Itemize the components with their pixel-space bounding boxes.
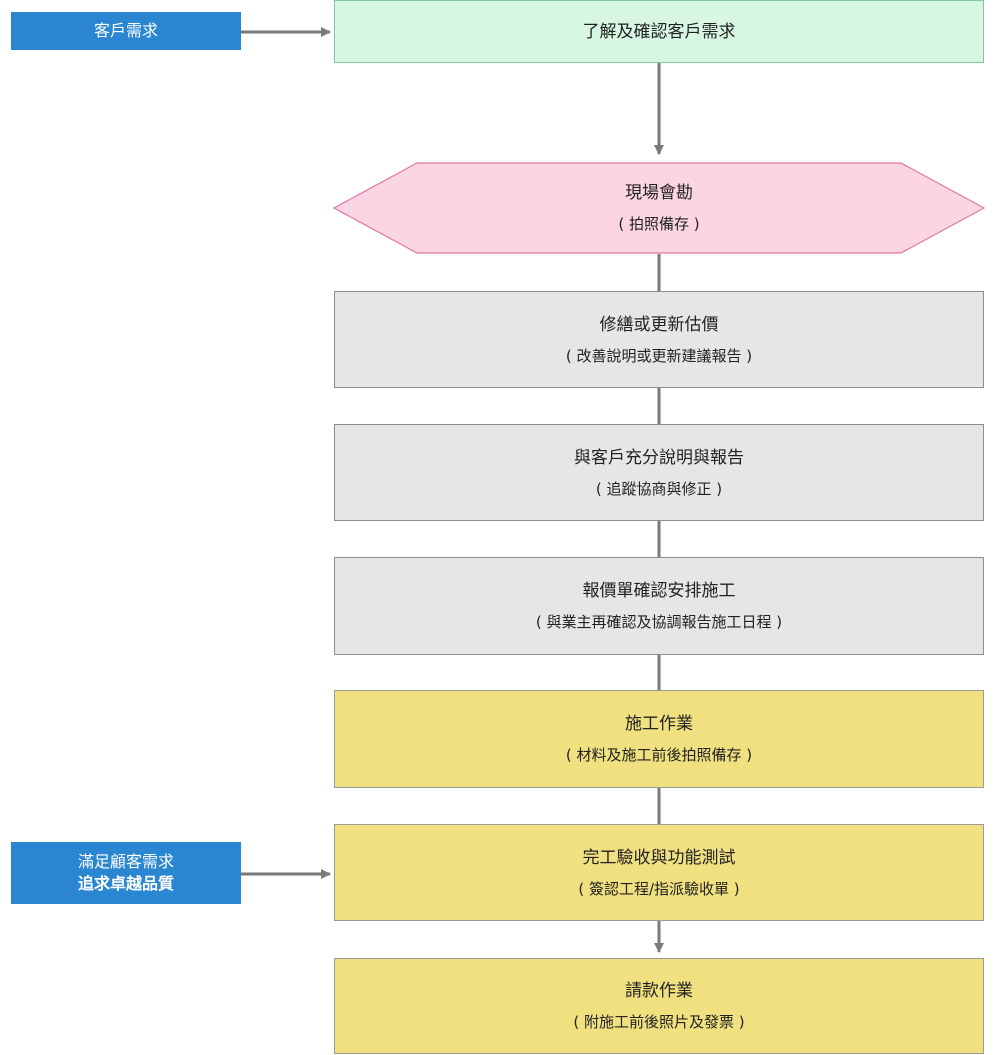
step-title: 修繕或更新估價 <box>599 314 719 335</box>
step-subtitle: ( 材料及施工前後拍照備存 ) <box>565 746 753 764</box>
inspection-hexagon-shape <box>333 162 985 254</box>
satisfy-line2: 追求卓越品質 <box>77 874 174 893</box>
step-subtitle: ( 簽認工程/指派驗收單 ) <box>578 879 740 898</box>
customer-needs-label: 客戶需求 <box>93 21 158 40</box>
step-title: 報價單確認安排施工 <box>582 581 736 601</box>
step-repair-estimate: 修繕或更新估價 ( 改善說明或更新建議報告 ) <box>334 291 984 388</box>
step-site-inspection: 現場會勘 ( 拍照備存 ) <box>333 162 985 254</box>
step-billing: 請款作業 ( 附施工前後照片及發票 ) <box>334 958 984 1054</box>
step-subtitle: ( 拍照備存 ) <box>618 215 700 233</box>
step-title: 現場會勘 <box>625 183 693 203</box>
step-subtitle: ( 與業主再確認及協調報告施工日程 ) <box>535 613 783 631</box>
step-title: 了解及確認客戶需求 <box>582 21 736 42</box>
step-title: 完工驗收與功能測試 <box>582 847 736 868</box>
step-acceptance-test: 完工驗收與功能測試 ( 簽認工程/指派驗收單 ) <box>334 824 984 921</box>
step-title: 與客戶充分說明與報告 <box>574 447 744 468</box>
step-title: 請款作業 <box>625 981 693 1001</box>
customer-needs-box: 客戶需求 <box>11 12 241 50</box>
step-explain-report: 與客戶充分說明與報告 ( 追蹤協商與修正 ) <box>334 424 984 521</box>
step-subtitle: ( 追蹤協商與修正 ) <box>595 479 723 498</box>
step-subtitle: ( 改善說明或更新建議報告 ) <box>565 346 753 365</box>
step-title: 施工作業 <box>625 714 693 734</box>
step-construction: 施工作業 ( 材料及施工前後拍照備存 ) <box>334 690 984 788</box>
step-understand-needs: 了解及確認客戶需求 <box>334 0 984 63</box>
satisfy-line1: 滿足顧客需求 <box>77 852 174 871</box>
step-quote-confirm: 報價單確認安排施工 ( 與業主再確認及協調報告施工日程 ) <box>334 557 984 655</box>
satisfy-customer-box: 滿足顧客需求 追求卓越品質 <box>11 842 241 904</box>
step-subtitle: ( 附施工前後照片及發票 ) <box>573 1013 745 1031</box>
